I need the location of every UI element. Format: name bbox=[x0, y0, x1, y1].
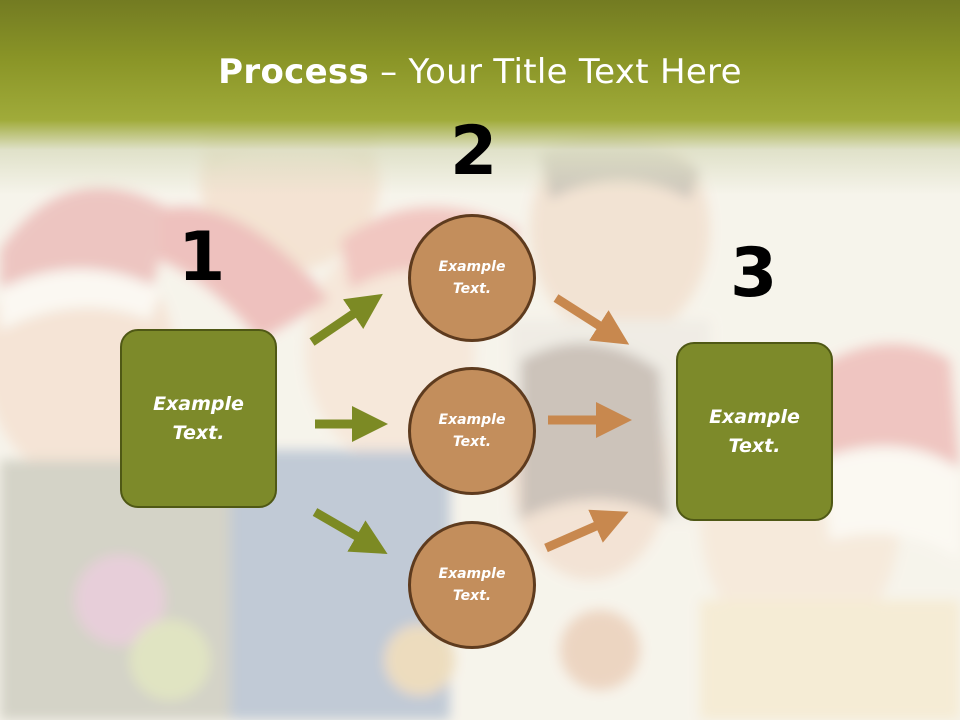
top-circle: Example Text. bbox=[408, 214, 536, 342]
left-box: Example Text. bbox=[120, 329, 277, 508]
step-number-3: 3 bbox=[730, 234, 778, 313]
right-box: Example Text. bbox=[676, 342, 833, 521]
arrow-from-bottom-circle bbox=[544, 509, 629, 553]
bottom-circle: Example Text. bbox=[408, 521, 536, 649]
title-rest: – Your Title Text Here bbox=[369, 52, 742, 92]
step-number-1: 1 bbox=[178, 218, 226, 297]
step-number-2: 2 bbox=[450, 112, 498, 191]
arrow-to-top-circle bbox=[309, 293, 383, 346]
bottom-circle-text: Example Text. bbox=[438, 565, 506, 604]
middle-circle-text: Example Text. bbox=[438, 411, 506, 450]
right-box-text: Example Text. bbox=[709, 406, 800, 457]
top-circle-text: Example Text. bbox=[438, 258, 506, 297]
arrow-to-bottom-circle bbox=[312, 508, 388, 555]
title-bold: Process bbox=[218, 52, 370, 92]
left-box-text: Example Text. bbox=[153, 393, 244, 444]
arrow-from-top-circle bbox=[553, 294, 630, 345]
title-band bbox=[0, 0, 960, 195]
middle-circle: Example Text. bbox=[408, 367, 536, 495]
slide-title: Process – Your Title Text Here bbox=[0, 52, 960, 92]
